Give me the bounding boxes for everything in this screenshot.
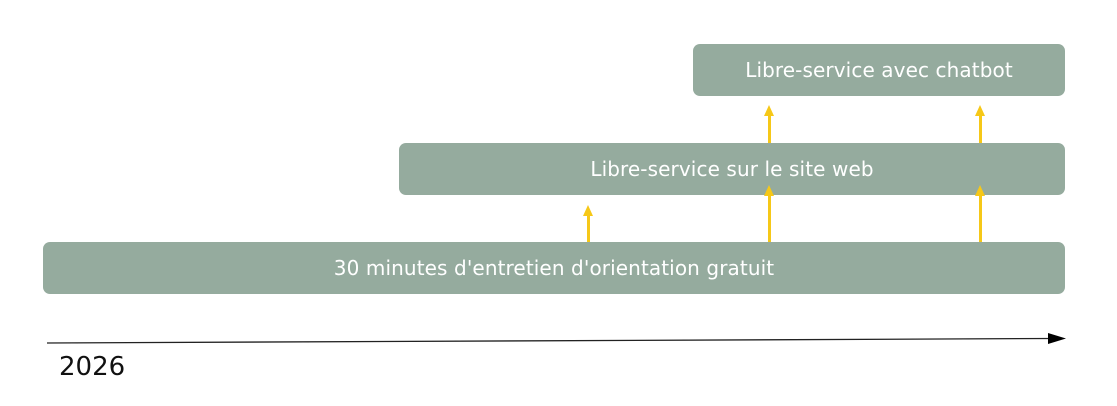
up-arrow-icon — [975, 185, 985, 242]
axis-arrowhead-icon — [1048, 333, 1066, 344]
timeline-start-year: 2026 — [59, 352, 126, 382]
layer-website-label: Libre-service sur le site web — [590, 157, 874, 181]
layer-orientation: 30 minutes d'entretien d'orientation gra… — [43, 242, 1065, 294]
layer-orientation-label: 30 minutes d'entretien d'orientation gra… — [333, 256, 775, 280]
up-arrow-icon — [583, 205, 593, 242]
up-arrow-icon — [764, 185, 774, 242]
up-arrow-icon — [975, 105, 985, 143]
up-arrow-icon — [764, 105, 774, 143]
layer-chatbot: Libre-service avec chatbot — [693, 44, 1065, 96]
layer-chatbot-label: Libre-service avec chatbot — [745, 58, 1013, 82]
layer-website: Libre-service sur le site web — [399, 143, 1065, 195]
